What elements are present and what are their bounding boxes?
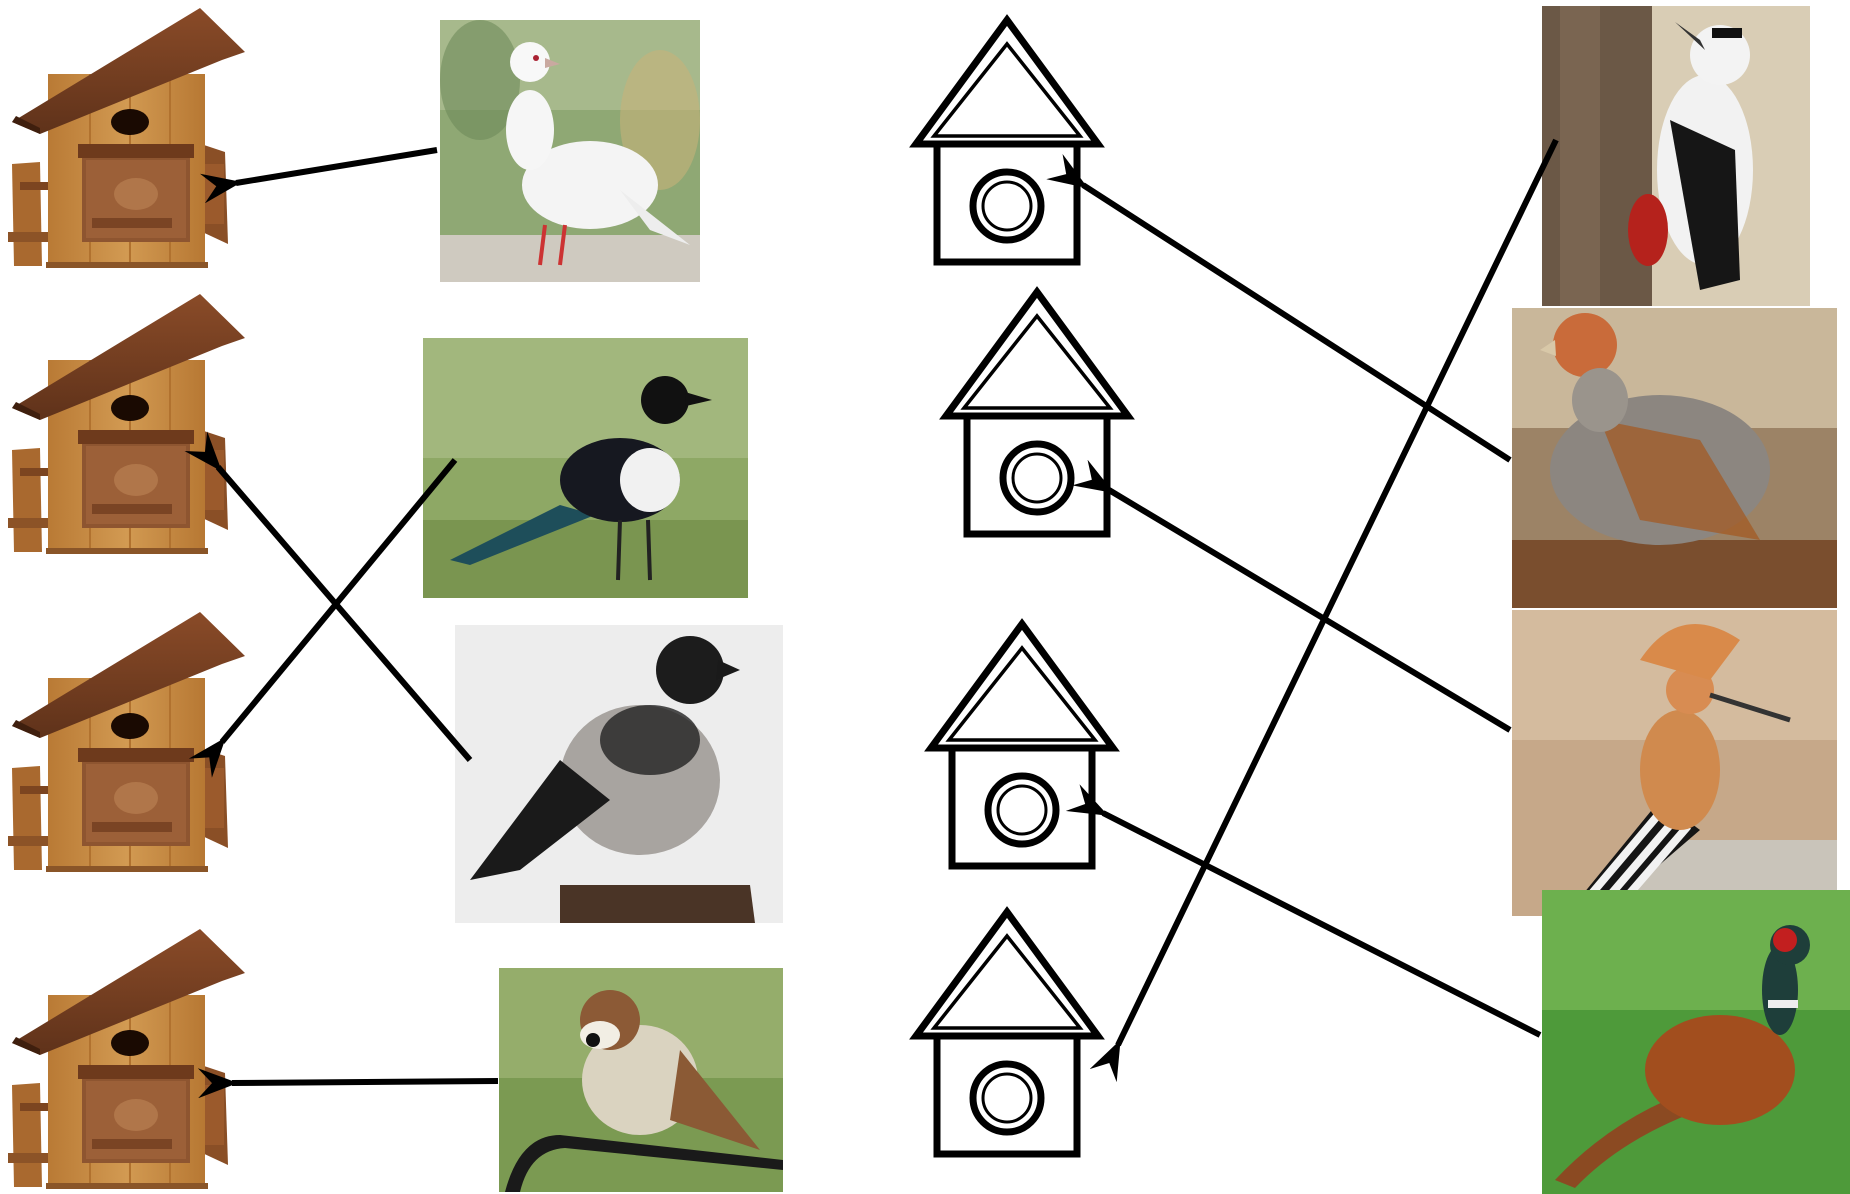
- left-connection-arrows: [184, 147, 499, 1099]
- right-connection-arrows: [1046, 138, 1559, 1083]
- house-outline-icon: [916, 912, 1098, 1154]
- hoopoe-icon: [1512, 610, 1837, 916]
- pheasant-icon: [1542, 890, 1850, 1194]
- sparrow-icon: [499, 968, 783, 1192]
- arrow-partridge-to-house-1: [1046, 153, 1512, 463]
- wooden-birdhouse-icon: [7, 928, 246, 1190]
- house-outline-icon: [916, 20, 1098, 262]
- wooden-birdhouse-icon: [7, 611, 246, 873]
- wooden-birdhouse-icon: [7, 293, 246, 555]
- arrow-woodpecker-to-house-4: [1089, 138, 1559, 1083]
- arrow-sparrow-to-house-4: [197, 1068, 499, 1099]
- arrow-pheasant-to-house-3: [1065, 784, 1542, 1038]
- partridge-icon: [1512, 308, 1837, 608]
- woodpecker-icon: [1542, 6, 1810, 306]
- house-outline-icon: [931, 624, 1113, 866]
- white-dove-icon: [440, 20, 700, 282]
- arrow-dove-to-house-1: [200, 147, 438, 204]
- arrow-hoopoe-to-house-2: [1072, 459, 1512, 733]
- arrow-crow-to-house-2: [184, 431, 473, 762]
- arrow-magpie-to-house-3: [188, 458, 458, 778]
- hooded-crow-icon: [455, 625, 783, 923]
- wooden-birdhouse-icon: [7, 7, 246, 269]
- house-outline-icon: [946, 292, 1128, 534]
- left-birdhouses: [7, 7, 246, 1190]
- magpie-icon: [423, 338, 748, 598]
